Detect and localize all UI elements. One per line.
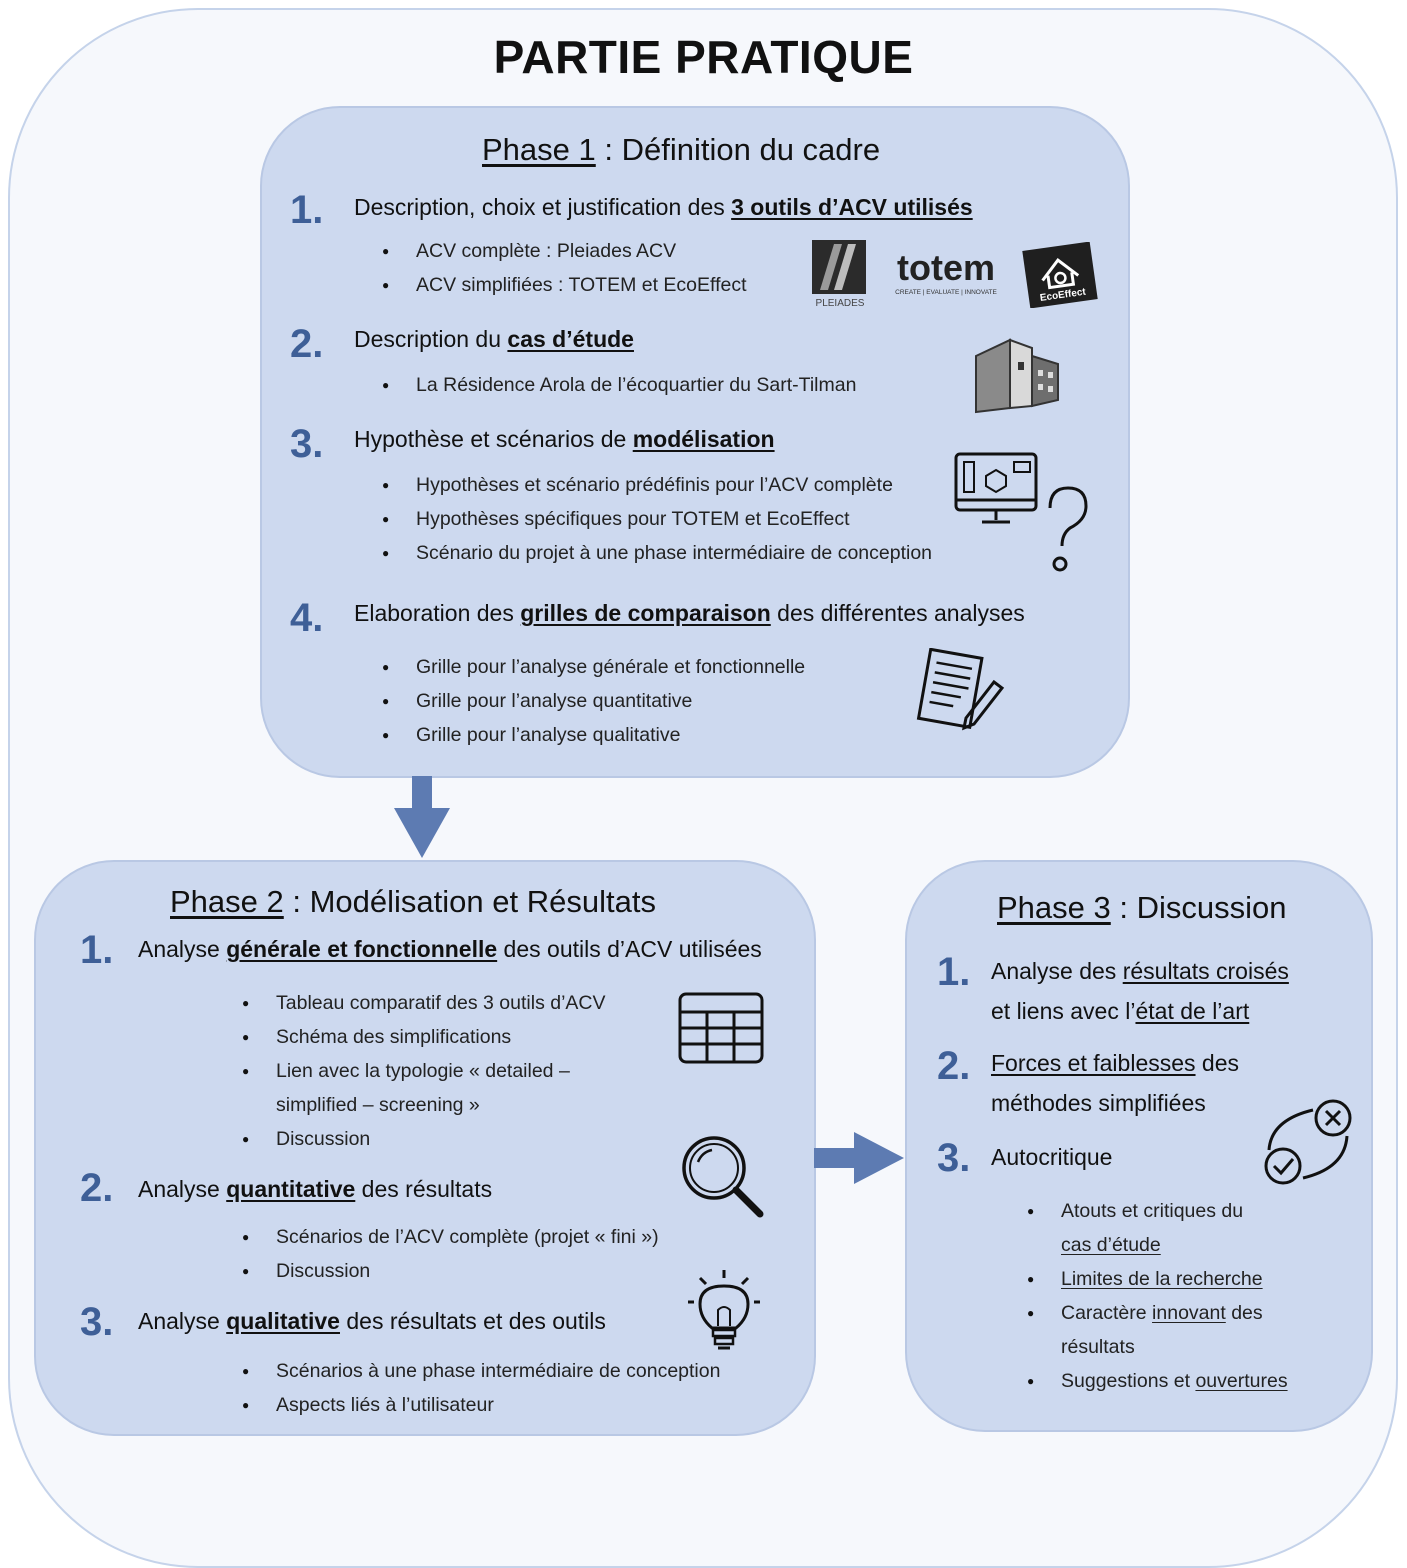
step-number: 3.: [290, 422, 324, 466]
svg-text:CREATE | EVALUATE | INNOVATE: CREATE | EVALUATE | INNOVATE: [895, 289, 997, 296]
step-heading: Elaboration des grilles de comparaison d…: [354, 600, 1025, 626]
list-item: Suggestions et ouvertures: [1027, 1364, 1288, 1398]
list-item: Discussion: [242, 1254, 659, 1288]
list-item: Grille pour l’analyse générale et foncti…: [382, 650, 805, 684]
bullet-list: Hypothèses et scénario prédéfinis pour l…: [382, 468, 932, 570]
list-item: Scénario du projet à une phase intermédi…: [382, 536, 932, 570]
step-number: 2.: [80, 1166, 114, 1210]
pleiades-logo: PLEIADES: [810, 238, 874, 310]
list-item-continuation: cas d’étude: [1061, 1234, 1161, 1256]
list-item: Scénarios à une phase intermédiaire de c…: [242, 1354, 720, 1388]
list-item-continuation: simplified – screening »: [276, 1094, 480, 1116]
magnifier-icon: [676, 1132, 768, 1220]
step-heading-line: méthodes simplifiées: [991, 1090, 1206, 1116]
list-item: Scénarios de l’ACV complète (projet « fi…: [242, 1220, 659, 1254]
ecoeffect-logo: EcoEffect: [1020, 241, 1100, 309]
arrow-right-icon: [814, 1130, 906, 1186]
list-item-continuation: résultats: [1061, 1336, 1135, 1358]
arrow-down-icon: [392, 776, 452, 860]
step-number: 2.: [937, 1044, 971, 1088]
step-heading-line: et liens avec l’état de l’art: [991, 998, 1250, 1024]
step-heading: Autocritique: [991, 1144, 1113, 1170]
step-number: 3.: [80, 1300, 114, 1344]
bullet-list: Tableau comparatif des 3 outils d’ACV Sc…: [242, 986, 606, 1156]
bullet-list: Grille pour l’analyse générale et foncti…: [382, 650, 805, 752]
bullet-list: Scénarios à une phase intermédiaire de c…: [242, 1354, 720, 1422]
svg-text:totem: totem: [897, 250, 995, 288]
phase-3-title: Phase 3 : Discussion: [997, 890, 1287, 925]
step-number: 1.: [290, 188, 324, 232]
svg-text:PLEIADES: PLEIADES: [816, 298, 865, 309]
building-icon: [970, 334, 1064, 414]
list-item: Grille pour l’analyse quantitative: [382, 684, 805, 718]
step-number: 3.: [937, 1136, 971, 1180]
step-heading: Analyse générale et fonctionnelle des ou…: [138, 936, 762, 962]
phase-1-box: Phase 1 : Définition du cadre 1. Descrip…: [260, 106, 1130, 778]
list-item: La Résidence Arola de l’écoquartier du S…: [382, 368, 856, 402]
list-item: Schéma des simplifications: [242, 1020, 606, 1054]
step-heading: Analyse qualitative des résultats et des…: [138, 1308, 606, 1334]
step-number: 1.: [937, 950, 971, 994]
list-item: Hypothèses et scénario prédéfinis pour l…: [382, 468, 932, 502]
list-item: Caractère innovant des: [1027, 1296, 1288, 1330]
list-item: ACV complète : Pleiades ACV: [382, 234, 747, 268]
step-heading-line: Analyse des résultats croisés: [991, 958, 1289, 984]
document-pen-icon: [914, 647, 1006, 732]
step-heading: Description, choix et justification des …: [354, 194, 973, 220]
list-item: Hypothèses spécifiques pour TOTEM et Eco…: [382, 502, 932, 536]
list-item: ACV simplifiées : TOTEM et EcoEffect: [382, 268, 747, 302]
list-item: Limites de la recherche: [1027, 1262, 1288, 1296]
lightbulb-icon: [686, 1266, 762, 1358]
step-heading: Description du cas d’étude: [354, 326, 634, 352]
bullet-list: Scénarios de l’ACV complète (projet « fi…: [242, 1220, 659, 1288]
step-number: 4.: [290, 596, 324, 640]
bullet-list: ACV complète : Pleiades ACV ACV simplifi…: [382, 234, 747, 302]
list-item: Aspects liés à l’utilisateur: [242, 1388, 720, 1422]
step-number: 1.: [80, 928, 114, 972]
list-item: Lien avec la typologie « detailed –: [242, 1054, 606, 1088]
list-item: Tableau comparatif des 3 outils d’ACV: [242, 986, 606, 1020]
list-item: Atouts et critiques du: [1027, 1194, 1288, 1228]
totem-logo: totem CREATE | EVALUATE | INNOVATE: [884, 247, 1010, 300]
step-number: 2.: [290, 322, 324, 366]
page-title: PARTIE PRATIQUE: [493, 31, 914, 83]
list-item: Discussion: [242, 1122, 606, 1156]
bullet-list: Atouts et critiques du cas d’étude Limit…: [1027, 1194, 1288, 1398]
modeling-question-icon: [952, 448, 1102, 574]
list-item: Grille pour l’analyse qualitative: [382, 718, 805, 752]
phase-2-title: Phase 2 : Modélisation et Résultats: [170, 884, 656, 919]
phase-1-title: Phase 1 : Définition du cadre: [482, 132, 881, 167]
step-heading: Analyse quantitative des résultats: [138, 1176, 493, 1202]
step-heading-line: Forces et faiblesses des: [991, 1050, 1240, 1076]
phase-3-box: Phase 3 : Discussion 1. Analyse des résu…: [905, 860, 1373, 1432]
step-heading: Hypothèse et scénarios de modélisation: [354, 426, 775, 452]
bullet-list: La Résidence Arola de l’écoquartier du S…: [382, 368, 856, 402]
table-icon: [676, 990, 766, 1066]
phase-2-box: Phase 2 : Modélisation et Résultats 1. A…: [34, 860, 816, 1436]
check-cross-icon: [1259, 1098, 1355, 1190]
